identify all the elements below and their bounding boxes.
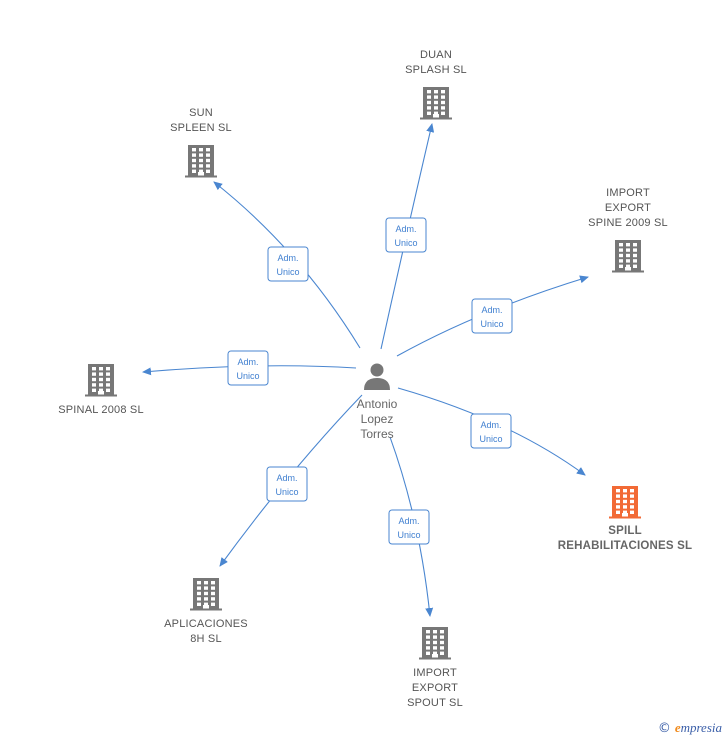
company-name-line: SUN <box>189 107 213 119</box>
role-badge[interactable]: Adm. Unico <box>227 350 269 386</box>
role-badge-line: Unico <box>276 267 299 277</box>
edge-aplicaciones: Adm. Unico <box>219 394 363 567</box>
edge-spill: Adm. Unico <box>397 387 586 476</box>
company-node-spinal[interactable]: SPINAL 2008 SL <box>58 364 144 416</box>
company-node-aplicaciones[interactable]: APLICACIONES 8H SL <box>164 578 248 645</box>
company-name-line: EXPORT <box>412 682 458 694</box>
role-badge-line: Adm. <box>237 357 258 367</box>
person-icon <box>364 363 390 390</box>
person-name-line: Antonio <box>357 397 398 411</box>
building-icon <box>190 578 222 611</box>
building-icon <box>609 486 641 519</box>
company-node-spout[interactable]: IMPORT EXPORT SPOUT SL <box>407 627 463 709</box>
role-badge-line: Adm. <box>395 224 416 234</box>
role-badge-line: Unico <box>236 371 259 381</box>
role-badge[interactable]: Adm. Unico <box>388 509 430 545</box>
role-badge-line: Unico <box>394 238 417 248</box>
edge-duan: Adm. Unico <box>380 123 435 350</box>
person-name-line: Torres <box>360 427 393 441</box>
edge-spout: Adm. Unico <box>388 436 434 617</box>
company-name-line: SPINE 2009 SL <box>588 217 668 229</box>
brand-logo-text: mpresia <box>680 720 722 735</box>
role-badge-line: Unico <box>479 434 502 444</box>
company-node-spill[interactable]: SPILL REHABILITACIONES SL <box>558 486 693 552</box>
edge-sun: Adm. Unico <box>213 181 361 349</box>
role-badge[interactable]: Adm. Unico <box>471 298 513 334</box>
company-name-line: SPILL <box>608 525 642 537</box>
role-badge-line: Adm. <box>481 305 502 315</box>
role-badge[interactable]: Adm. Unico <box>266 466 308 502</box>
company-name-line: EXPORT <box>605 202 651 214</box>
company-name-line: REHABILITACIONES SL <box>558 540 693 552</box>
role-badge-line: Adm. <box>398 516 419 526</box>
company-node-import2009[interactable]: IMPORT EXPORT SPINE 2009 SL <box>588 187 668 273</box>
company-node-sun[interactable]: SUN SPLEEN SL <box>170 107 232 178</box>
company-name-line: SPLASH SL <box>405 64 467 76</box>
role-badge-line: Unico <box>275 487 298 497</box>
building-icon <box>185 145 217 178</box>
role-badge-line: Unico <box>397 530 420 540</box>
edge-spinal: Adm. Unico <box>142 350 357 386</box>
role-badge[interactable]: Adm. Unico <box>385 217 427 253</box>
role-badge-line: Adm. <box>480 420 501 430</box>
company-name-line: SPLEEN SL <box>170 122 232 134</box>
company-name-line: DUAN <box>420 49 452 61</box>
role-badge-line: Adm. <box>277 253 298 263</box>
company-node-duan[interactable]: DUAN SPLASH SL <box>405 49 467 120</box>
company-name-line: SPOUT SL <box>407 697 463 709</box>
role-badge[interactable]: Adm. Unico <box>267 246 309 282</box>
role-badge[interactable]: Adm. Unico <box>470 413 512 449</box>
company-name-line: SPINAL 2008 SL <box>58 404 144 416</box>
company-name-line: IMPORT <box>606 187 650 199</box>
copyright-symbol: © <box>657 721 671 736</box>
company-name-line: IMPORT <box>413 667 457 679</box>
edge-import2009: Adm. Unico <box>396 275 589 357</box>
company-name-line: 8H SL <box>190 633 222 645</box>
role-badge-line: Adm. <box>276 473 297 483</box>
building-icon <box>419 627 451 660</box>
building-icon <box>612 240 644 273</box>
building-icon <box>420 87 452 120</box>
footer-brand: ©empresia <box>658 720 722 736</box>
building-icon <box>85 364 117 397</box>
role-badge-line: Unico <box>480 319 503 329</box>
company-name-line: APLICACIONES <box>164 618 248 630</box>
brand-logo-e: e <box>674 720 681 735</box>
person-name-line: Lopez <box>361 412 394 426</box>
